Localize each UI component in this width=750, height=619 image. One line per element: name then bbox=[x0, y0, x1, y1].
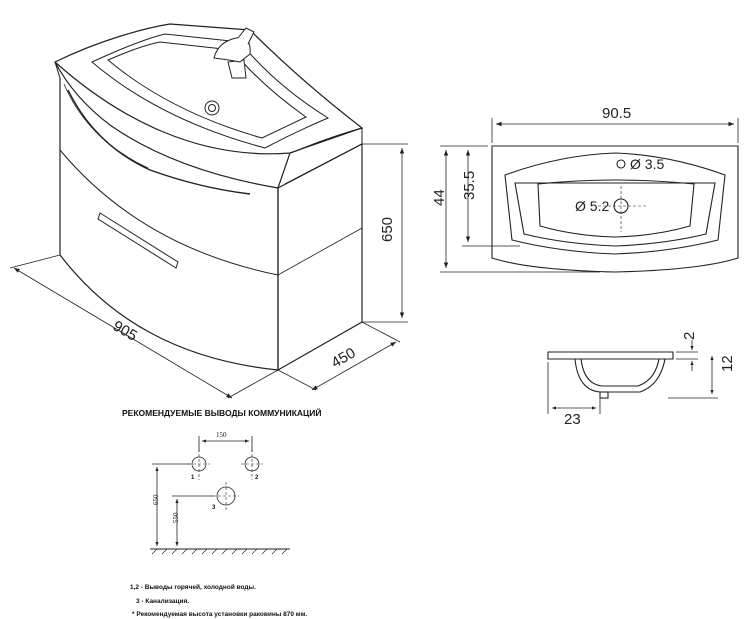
sink-top-view bbox=[491, 145, 739, 273]
drain-height-label: 550 bbox=[172, 512, 180, 523]
sink-outer-depth-label: 44 bbox=[431, 189, 448, 206]
cabinet-perspective bbox=[53, 23, 364, 372]
sink-top-dimensions bbox=[440, 118, 739, 273]
sink-inner-depth-label: 35.5 bbox=[461, 171, 478, 200]
section-height-label: 12 bbox=[719, 355, 736, 372]
cabinet-dimensions bbox=[9, 143, 408, 399]
cabinet-front bbox=[59, 78, 279, 371]
outlet-spacing-label: 150 bbox=[216, 431, 227, 439]
section-dimensions bbox=[547, 340, 718, 414]
sink-section-view bbox=[547, 351, 674, 399]
note-install-height: * Рекомендуемая высота установки раковин… bbox=[132, 611, 307, 618]
cabinet-side bbox=[277, 143, 363, 372]
faucet-hole bbox=[616, 159, 626, 169]
cabinet-height-label: 650 bbox=[379, 217, 396, 242]
drain-hole-label: Ø 5.2 bbox=[575, 198, 609, 214]
sink-outline bbox=[491, 145, 739, 273]
note-drain: 3 - Канализация. bbox=[136, 598, 189, 605]
water-height-label: 650 bbox=[152, 494, 160, 505]
section-width-label: 23 bbox=[564, 411, 581, 428]
basin-outline bbox=[91, 33, 330, 149]
countertop-top bbox=[53, 23, 364, 155]
countertop-front bbox=[54, 61, 291, 189]
outlet-3-label: 3 bbox=[212, 505, 216, 511]
sink-rim bbox=[504, 152, 726, 255]
cabinet-depth-label: 450 bbox=[328, 344, 358, 371]
basin-bowl bbox=[537, 179, 695, 238]
faucet bbox=[213, 27, 255, 79]
faucet-hole-label: Ø 3.5 bbox=[630, 156, 664, 172]
outlet-2-label: 2 bbox=[255, 475, 259, 481]
outlet-1-label: 1 bbox=[191, 475, 195, 481]
note-water-outlets: 1,2 - Выводы горячей, холодной воды. bbox=[130, 583, 256, 591]
sink-width-label: 90.5 bbox=[602, 105, 631, 122]
section-rim-label: 2 bbox=[681, 332, 698, 340]
connections-scheme bbox=[150, 436, 290, 555]
connections-heading: РЕКОМЕНДУЕМЫЕ ВЫВОДЫ КОММУНИКАЦИЙ bbox=[122, 407, 321, 418]
basin-inner bbox=[107, 41, 307, 139]
drain-perspective bbox=[204, 100, 220, 116]
drawer-handle bbox=[97, 212, 179, 269]
